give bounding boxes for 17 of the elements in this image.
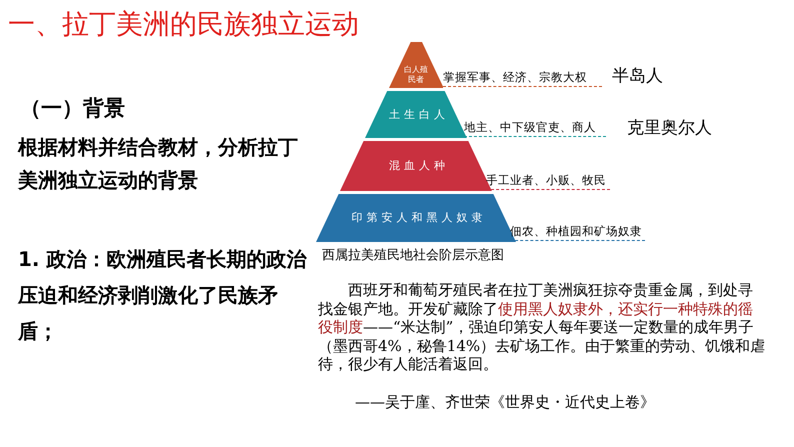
figure-caption: 西属拉美殖民地社会阶层示意图	[322, 247, 504, 264]
tier-description: 地主、中下级官吏、商人	[464, 120, 606, 137]
slide-title: 一、拉丁美洲的民族独立运动	[8, 8, 359, 42]
tier-description: 佃农、种植园和矿场奴隶	[510, 224, 645, 241]
tier-label: 印第安人和黑人奴隶	[350, 211, 488, 224]
annotation-text: 半岛人	[612, 65, 663, 87]
point-text: 1. 政治：欧洲殖民者长期的政治压迫和经济剥削激化了民族矛盾；	[18, 246, 308, 345]
instruction-text: 根据材料并结合教材，分析拉丁美洲独立运动的背景	[18, 134, 299, 194]
tier-label: 土生白人	[388, 108, 450, 120]
tier-description: 手工业者、小贩、牧民	[486, 173, 610, 190]
tier-label: 混血人种	[388, 159, 450, 172]
annotation-text: 克里奥尔人	[627, 117, 712, 139]
tier-label: 白人殖民者	[403, 65, 428, 85]
tier-description: 掌握军事、经济、宗教大权	[443, 70, 602, 87]
source-citation: ——吴于廑、齐世荣《世界史・近代史上卷》	[355, 393, 655, 412]
source-paragraph: 西班牙和葡萄牙殖民者在拉丁美洲疯狂掠夺贵重金属，到处寻找金银产地。开发矿藏除了使用黑人奴隶外，还实行一种特殊的徭役制度——“米达制”，强迫印第安人每年要送一定数量的成年男子（墨西哥4%，秘鲁14%）去矿场工作。由于繁重的劳动、饥饿和虐待，很少有人能活着返回。	[318, 281, 766, 374]
section-heading: （一）背景	[20, 95, 125, 122]
